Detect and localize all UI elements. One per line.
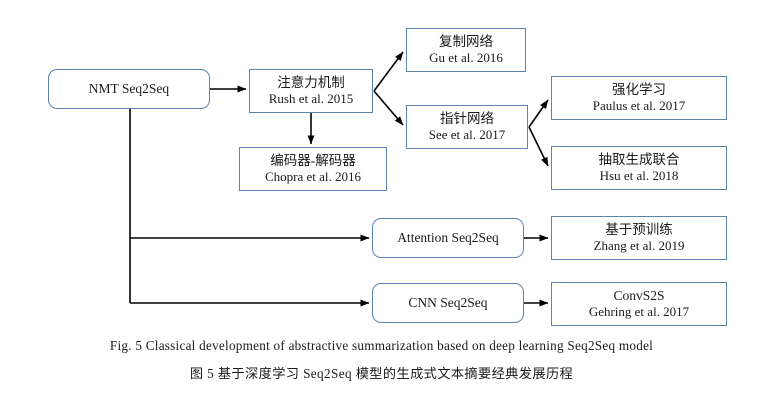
node-attention-seq2seq[interactable]: Attention Seq2Seq [372, 218, 524, 258]
node-label-line2: Rush et al. 2015 [268, 91, 354, 107]
node-label-line2: Hsu et al. 2018 [599, 168, 679, 184]
node-pointer-network[interactable]: 指针网络 See et al. 2017 [406, 105, 528, 149]
edge-attention-to-copy-network [373, 51, 404, 92]
node-encoder-decoder[interactable]: 编码器-解码器 Chopra et al. 2016 [239, 147, 387, 191]
node-label-line2: Zhang et al. 2019 [593, 238, 685, 254]
node-label-line2: Paulus et al. 2017 [592, 98, 686, 114]
node-label-line1: 注意力机制 [277, 75, 345, 91]
node-label-line2: See et al. 2017 [428, 127, 506, 143]
node-label-line1: 基于预训练 [605, 222, 673, 238]
edge-pointer-to-extract-generate [528, 126, 549, 167]
node-label-line1: NMT Seq2Seq [88, 81, 170, 97]
node-convs2s[interactable]: ConvS2S Gehring et al. 2017 [551, 282, 727, 326]
caption-english: Fig. 5 Classical development of abstract… [109, 338, 654, 353]
node-label-line1: 指针网络 [440, 111, 494, 127]
node-label-line1: 编码器-解码器 [270, 153, 356, 169]
node-label-line1: 复制网络 [439, 34, 493, 50]
node-label-line2: Chopra et al. 2016 [264, 169, 362, 185]
caption-chinese: 图 5 基于深度学习 Seq2Seq 模型的生成式文本摘要经典发展历程 [189, 366, 574, 381]
node-label-line1: 抽取生成联合 [598, 152, 680, 168]
edge-attention-to-pointer-network [373, 90, 404, 126]
edge-pointer-to-reinforcement [528, 99, 549, 128]
node-label-line1: ConvS2S [613, 288, 665, 304]
node-nmt-seq2seq[interactable]: NMT Seq2Seq [48, 69, 210, 109]
node-cnn-seq2seq[interactable]: CNN Seq2Seq [372, 283, 524, 323]
node-attention-mechanism[interactable]: 注意力机制 Rush et al. 2015 [249, 69, 373, 113]
node-reinforcement-learning[interactable]: 强化学习 Paulus et al. 2017 [551, 76, 727, 120]
node-pretrain-based[interactable]: 基于预训练 Zhang et al. 2019 [551, 216, 727, 260]
node-label-line2: Gu et al. 2016 [429, 50, 503, 66]
figure-caption: Fig. 5 Classical development of abstract… [0, 338, 763, 382]
node-label-line1: 强化学习 [612, 82, 666, 98]
node-label-line1: CNN Seq2Seq [408, 295, 488, 311]
node-copy-network[interactable]: 复制网络 Gu et al. 2016 [406, 28, 526, 72]
node-label-line2: Gehring et al. 2017 [588, 304, 690, 320]
node-label-line1: Attention Seq2Seq [397, 230, 499, 246]
node-extract-generate-joint[interactable]: 抽取生成联合 Hsu et al. 2018 [551, 146, 727, 190]
